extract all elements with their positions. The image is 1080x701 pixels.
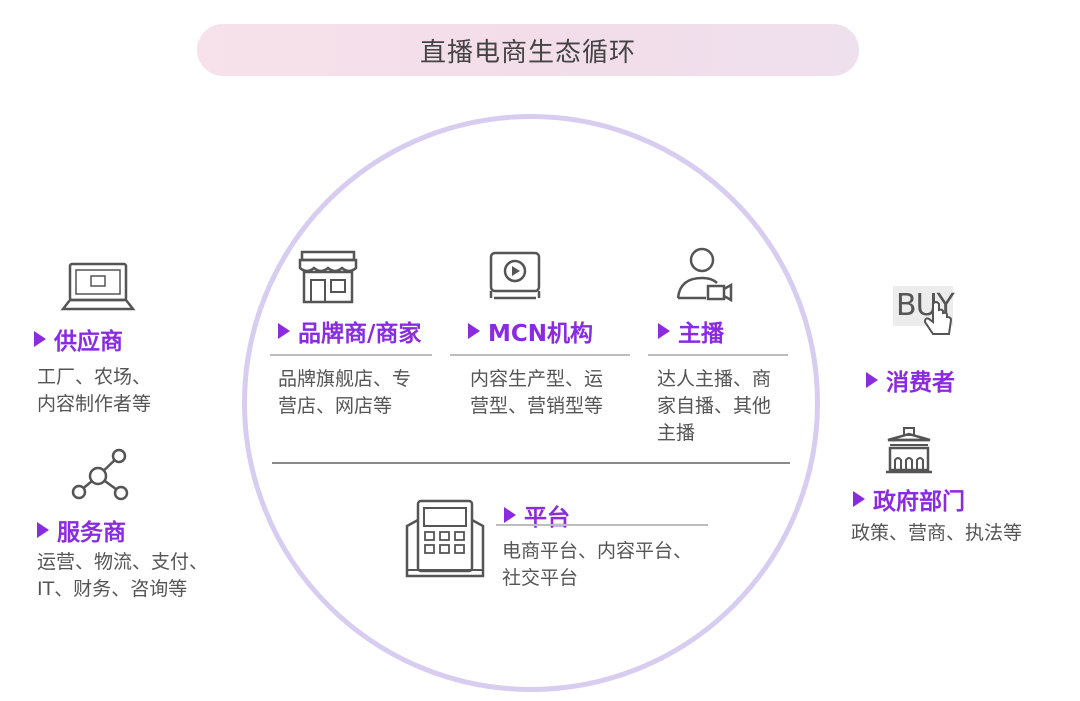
- triangle-bullet-icon: [658, 323, 670, 339]
- triangle-bullet-icon: [468, 323, 480, 339]
- mcn-divider: [450, 354, 630, 356]
- anchor-camera-icon: [676, 247, 733, 303]
- triangle-bullet-icon: [853, 491, 865, 507]
- mcn-heading: MCN机构: [468, 314, 593, 348]
- service-desc-line: 运营、物流、支付、: [37, 551, 209, 573]
- service-heading: 服务商: [37, 513, 126, 547]
- anchor-desc-line: 主播: [657, 422, 696, 444]
- anchor-divider: [648, 354, 788, 356]
- service-desc-line: IT、财务、咨询等: [37, 578, 188, 600]
- anchor-heading: 主播: [658, 314, 724, 348]
- brand-divider: [270, 354, 432, 356]
- diagram-title: 直播电商生态循环: [419, 37, 636, 68]
- triangle-bullet-icon: [278, 323, 290, 339]
- service-desc: 运营、物流、支付、 IT、财务、咨询等: [37, 549, 208, 603]
- center-divider: [272, 462, 790, 464]
- anchor-label: 主播: [678, 321, 724, 347]
- government-label: 政府部门: [873, 489, 965, 515]
- platform-heading: 平台: [504, 498, 570, 532]
- anchor-desc-line: 家自播、其他: [657, 395, 772, 417]
- pos-terminal-icon: [405, 499, 485, 578]
- consumer-heading: 消费者: [866, 363, 955, 397]
- network-icon: [71, 448, 129, 501]
- video-player-icon: [489, 251, 541, 300]
- supplier-desc-line: 工厂、农场、: [37, 366, 152, 388]
- platform-desc-line: 社交平台: [502, 567, 579, 589]
- triangle-bullet-icon: [37, 522, 49, 538]
- platform-desc-line: 电商平台、内容平台、: [502, 540, 693, 562]
- supplier-desc: 工厂、农场、 内容制作者等: [37, 364, 151, 418]
- service-label: 服务商: [57, 520, 126, 546]
- brand-label: 品牌商/商家: [298, 321, 422, 347]
- buy-hand-icon: BUY: [893, 286, 955, 335]
- ecosystem-circle: [242, 114, 820, 692]
- pointing-hand-icon: [923, 301, 953, 335]
- mcn-desc-line: 营型、营销型等: [470, 395, 604, 417]
- anchor-desc: 达人主播、商 家自播、其他 主播: [657, 366, 771, 447]
- brand-desc-line: 营店、网店等: [278, 395, 393, 417]
- triangle-bullet-icon: [34, 331, 46, 347]
- platform-divider: [496, 524, 708, 526]
- consumer-label: 消费者: [886, 370, 955, 396]
- mcn-label: MCN机构: [488, 321, 594, 347]
- government-desc: 政策、营商、执法等: [851, 520, 1022, 547]
- government-heading: 政府部门: [853, 482, 965, 516]
- mcn-desc-line: 内容生产型、运: [470, 368, 604, 390]
- brand-desc-line: 品牌旗舰店、专: [278, 368, 412, 390]
- supplier-heading: 供应商: [34, 322, 123, 356]
- brand-heading: 品牌商/商家: [278, 314, 421, 348]
- brand-desc: 品牌旗舰店、专 营店、网店等: [278, 366, 411, 420]
- government-building-icon: [886, 427, 932, 474]
- triangle-bullet-icon: [866, 372, 878, 388]
- mcn-desc: 内容生产型、运 营型、营销型等: [470, 366, 603, 420]
- supplier-label: 供应商: [54, 329, 123, 355]
- title-banner: 直播电商生态循环: [197, 24, 859, 76]
- store-icon: [298, 250, 358, 304]
- laptop-icon: [60, 262, 136, 311]
- platform-label: 平台: [524, 505, 570, 531]
- anchor-desc-line: 达人主播、商: [657, 368, 772, 390]
- supplier-desc-line: 内容制作者等: [37, 393, 152, 415]
- government-desc-line: 政策、营商、执法等: [851, 522, 1023, 544]
- triangle-bullet-icon: [504, 507, 516, 523]
- platform-desc: 电商平台、内容平台、 社交平台: [502, 538, 692, 592]
